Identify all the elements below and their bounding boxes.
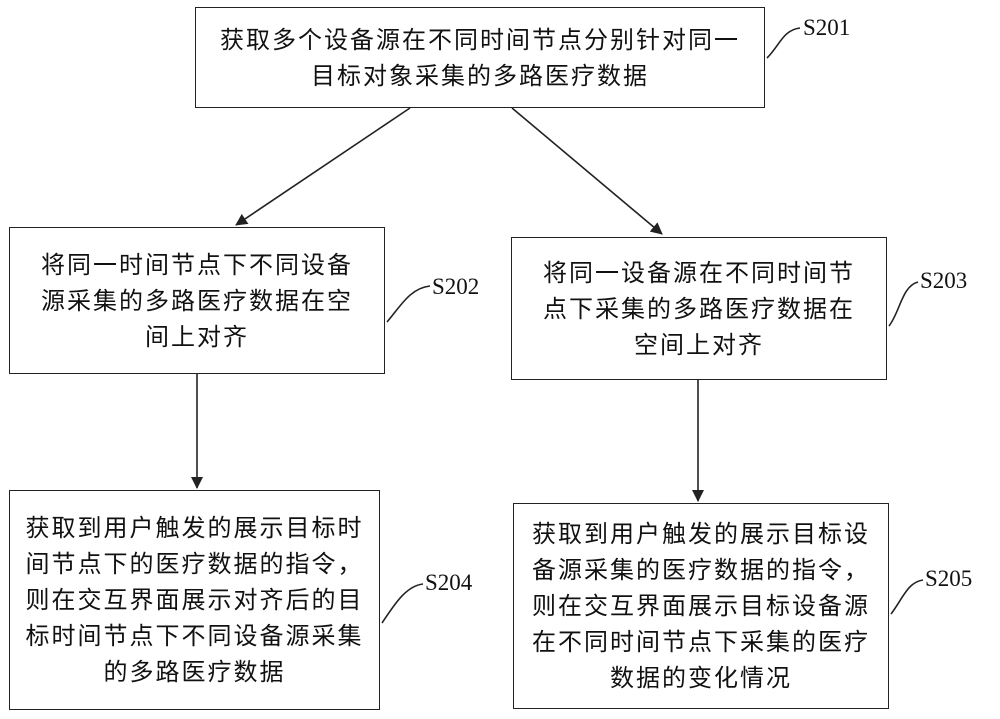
- leader-s205: [890, 579, 924, 615]
- leader-s204: [381, 583, 424, 624]
- step-label-s204: S204: [425, 570, 473, 595]
- step-box-s203: 将同一设备源在不同时间节点下采集的多路医疗数据在空间上对齐: [511, 237, 887, 380]
- step-label-s202: S202: [432, 274, 480, 299]
- step-text-s204: 获取到用户触发的展示目标时间节点下的医疗数据的指令，则在交互界面展示对齐后的目标…: [25, 514, 364, 686]
- leader-s203: [888, 281, 919, 327]
- step-text-s201: 获取多个设备源在不同时间节点分别针对同一目标对象采集的多路医疗数据: [220, 25, 740, 90]
- step-label-s201: S201: [803, 15, 851, 40]
- step-text-s202: 将同一时间节点下不同设备源采集的多路医疗数据在空间上对齐: [41, 250, 353, 351]
- step-box-s202: 将同一时间节点下不同设备源采集的多路医疗数据在空间上对齐: [9, 227, 385, 374]
- leader-s202: [386, 285, 431, 323]
- step-box-s205: 获取到用户触发的展示目标设备源采集的医疗数据的指令，则在交互界面展示目标设备源在…: [513, 503, 889, 709]
- step-label-s205: S205: [925, 566, 973, 591]
- step-text-s203: 将同一设备源在不同时间节点下采集的多路医疗数据在空间上对齐: [543, 258, 855, 359]
- step-box-s201: 获取多个设备源在不同时间节点分别针对同一目标对象采集的多路医疗数据: [195, 7, 765, 108]
- step-text-s205: 获取到用户触发的展示目标设备源采集的医疗数据的指令，则在交互界面展示目标设备源在…: [532, 520, 870, 692]
- arrow-s201-to-s203: [511, 107, 663, 235]
- step-label-s203: S203: [920, 268, 968, 293]
- step-box-s204: 获取到用户触发的展示目标时间节点下的医疗数据的指令，则在交互界面展示对齐后的目标…: [9, 490, 380, 710]
- arrow-s201-to-s202: [235, 107, 411, 226]
- leader-s201: [766, 27, 801, 59]
